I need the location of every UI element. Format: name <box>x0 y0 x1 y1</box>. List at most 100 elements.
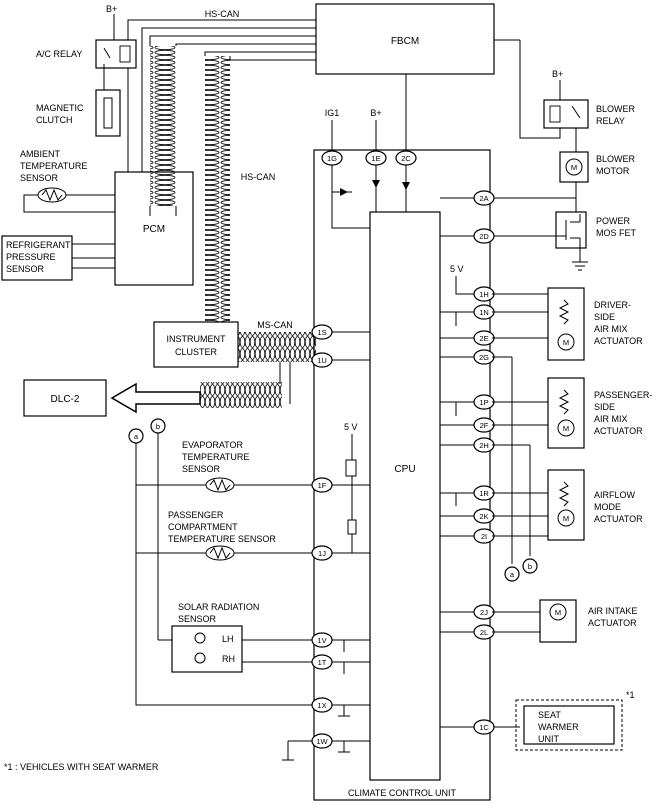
seat-warmer-mark: *1 <box>626 690 635 700</box>
terminal-2E: 2E <box>479 334 488 343</box>
passenger-actuator-label-1: PASSENGER- <box>594 390 652 400</box>
instrument-cluster-label-1: INSTRUMENT <box>167 334 226 344</box>
air-intake-label-2: ACTUATOR <box>588 618 637 628</box>
connector-a-right: a <box>510 570 515 579</box>
refrigerant-label-1: REFRIGERANT <box>6 240 71 250</box>
terminal-2D: 2D <box>479 232 489 241</box>
ig1-label: IG1 <box>325 108 340 118</box>
terminal-1C: 1C <box>479 723 489 732</box>
cpu-label: CPU <box>394 464 415 475</box>
seat-warmer-label-3: UNIT <box>538 734 559 744</box>
evaporator-label-1: EVAPORATOR <box>182 440 244 450</box>
hs-can-label-mid: HS-CAN <box>241 172 276 182</box>
terminal-2I: 2I <box>481 532 487 541</box>
terminal-1U: 1U <box>317 356 327 365</box>
terminal-1V: 1V <box>317 636 326 645</box>
ms-can-twisted-pair <box>238 332 316 362</box>
seat-warmer-unit: SEAT WARMER UNIT *1 <box>515 690 635 751</box>
ambient-temperature-sensor: AMBIENT TEMPERATURE SENSOR <box>20 149 115 213</box>
driver-motor-icon: M <box>563 338 569 347</box>
solar-radiation-sensor: SOLAR RADIATION SENSOR LH RH <box>171 602 312 673</box>
bplus-label-1: B+ <box>106 4 117 14</box>
bplus-label-3: B+ <box>552 69 563 79</box>
dlc-twisted-pair <box>200 382 282 408</box>
top-terminals: IG1 B+ 1G 1E 2C <box>321 39 520 229</box>
driver-actuator-label-1: DRIVER- <box>594 300 631 310</box>
power-fet-label-1: POWER <box>596 216 631 226</box>
hs-can-twisted-pair-1 <box>150 46 176 206</box>
terminal-2H: 2H <box>479 441 489 450</box>
refrigerant-wires <box>72 243 115 269</box>
blower-motor-label-2: MOTOR <box>596 166 630 176</box>
pcm-label: PCM <box>143 224 165 235</box>
terminal-2C: 2C <box>401 154 411 163</box>
blower-motor: M BLOWER MOTOR <box>559 128 636 212</box>
evaporator-label-3: SENSOR <box>182 464 221 474</box>
passenger-motor-icon: M <box>563 424 569 433</box>
ccu-label: CLIMATE CONTROL UNIT <box>348 788 457 798</box>
magnetic-clutch-label-2: CLUTCH <box>36 115 73 125</box>
passenger-actuator-label-2: SIDE <box>594 402 615 412</box>
blower-relay: B+ BLOWER RELAY <box>519 40 636 139</box>
solar-label-1: SOLAR RADIATION <box>178 602 259 612</box>
terminal-2F: 2F <box>480 421 489 430</box>
footnote: *1 : VEHICLES WITH SEAT WARMER <box>4 762 159 772</box>
airflow-actuator-label-2: MODE <box>594 502 621 512</box>
power-mos-fet: POWER MOS FET <box>555 211 637 271</box>
ambient-label-3: SENSOR <box>20 173 59 183</box>
terminal-2J: 2J <box>480 608 488 617</box>
terminal-1R: 1R <box>479 489 489 498</box>
actuator-wires <box>492 293 548 633</box>
airflow-actuator-label-1: AIRFLOW <box>594 490 636 500</box>
driver-actuator-label-2: SIDE <box>594 312 615 322</box>
terminal-1G: 1G <box>327 154 337 163</box>
terminal-1W: 1W <box>316 737 328 746</box>
hs-can-label-top: HS-CAN <box>205 9 240 19</box>
ambient-label-1: AMBIENT <box>20 149 61 159</box>
power-fet-label-2: MOS FET <box>596 228 637 238</box>
passenger-sensor-label-1: PASSENGER <box>168 510 224 520</box>
air-intake-actuator: M AIR INTAKE ACTUATOR <box>539 599 637 643</box>
fbcm-module: FBCM <box>315 3 495 75</box>
dlc2-label: DLC-2 <box>51 394 80 405</box>
connector-b-left: b <box>156 422 160 431</box>
air-intake-label-1: AIR INTAKE <box>588 606 637 616</box>
blower-motor-label-1: BLOWER <box>596 154 636 164</box>
ac-relay-label: A/C RELAY <box>36 49 82 59</box>
cpu-block: CPU <box>369 211 441 781</box>
refrigerant-label-3: SENSOR <box>6 264 45 274</box>
terminal-1J: 1J <box>318 549 326 558</box>
right-terminals: 2A 2D 5 V 1H 1N 2E 2G 1P 2F 2H 1R 2K 2I … <box>440 190 576 735</box>
driver-actuator-label-3: AIR MIX <box>594 324 628 334</box>
diode-icons <box>340 180 410 196</box>
connector-a-left: a <box>134 432 139 441</box>
terminal-2K: 2K <box>479 512 488 521</box>
terminal-1P: 1P <box>479 398 488 407</box>
passenger-sensor-label-3: TEMPERATURE SENSOR <box>168 534 276 544</box>
magnetic-clutch-label-1: MAGNETIC <box>36 103 84 113</box>
passenger-compartment-temperature-sensor: PASSENGER COMPARTMENT TEMPERATURE SENSOR <box>136 510 312 561</box>
terminal-1X: 1X <box>317 701 326 710</box>
instrument-cluster-module: INSTRUMENT CLUSTER <box>153 321 239 368</box>
five-v-label-2: 5 V <box>344 422 358 432</box>
terminal-2L: 2L <box>480 628 488 637</box>
airflow-motor-icon: M <box>563 514 569 523</box>
ac-relay: B+ A/C RELAY <box>36 4 137 90</box>
terminal-1S: 1S <box>317 328 326 337</box>
seat-warmer-label-2: WARMER <box>538 722 579 732</box>
terminal-1H: 1H <box>479 290 489 299</box>
refrigerant-pressure-sensor: REFRIGERANT PRESSURE SENSOR <box>1 235 73 281</box>
solar-rh-label: RH <box>222 654 235 664</box>
air-intake-motor-icon: M <box>555 608 561 617</box>
dlc2-connector: DLC-2 <box>23 379 107 417</box>
terminal-1E: 1E <box>371 154 380 163</box>
bplus-label-2: B+ <box>370 108 381 118</box>
blower-relay-label-1: BLOWER <box>596 104 636 114</box>
connector-lead-wires <box>511 357 531 564</box>
left-terminals: 1S 1U 1F 1J 1V 1T 1X 1W 5 V <box>282 324 370 761</box>
connector-markers-right: a b <box>504 558 538 582</box>
terminal-1F: 1F <box>318 481 327 490</box>
ms-can-bus: MS-CAN <box>110 320 316 414</box>
dlc-arrow-icon <box>110 382 201 414</box>
